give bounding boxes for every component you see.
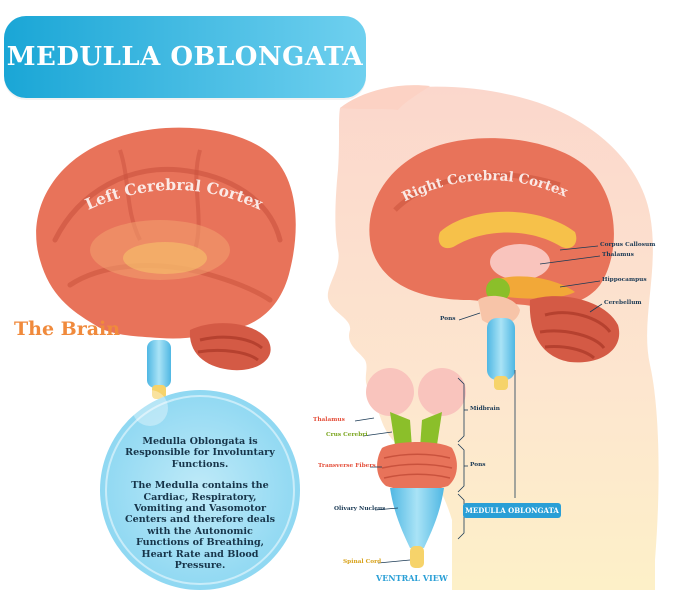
label-hippocampus: Hippocampus [602, 277, 647, 283]
ventral-view-caption: VENTRAL VIEW [376, 573, 448, 583]
pons-structure [478, 295, 520, 326]
label-thalamus: Thalamus [602, 252, 634, 258]
label-midbrain: Midbrain [470, 406, 500, 412]
title-banner: MEDULLA OBLONGATA [4, 16, 366, 98]
left-cerebellum [189, 323, 271, 371]
ventral-leaders [354, 377, 468, 564]
info-circle [100, 390, 300, 590]
left-brain [36, 127, 296, 399]
label-cerebellum: Cerebellum [604, 300, 642, 306]
info-line-2: The Medulla contains the Cardiac, Respir… [124, 480, 276, 572]
info-line-1: Medulla Oblongata is Responsible for Inv… [125, 436, 275, 470]
the-brain-label: The Brain [14, 318, 121, 340]
label-transverse-fibers: Transverse Fibers [318, 463, 376, 469]
page-title: MEDULLA OBLONGATA [6, 42, 364, 72]
hippocampus-structure [495, 276, 575, 299]
label-spinal-cord: Spinal Cord [343, 559, 382, 565]
ventral-medulla [390, 488, 444, 548]
info-text: Medulla Oblongata is Responsible for Inv… [120, 436, 280, 581]
medulla-oblongata-tag: MEDULLA OBLONGATA [463, 503, 561, 518]
label-corpus-callosum: Corpus Callosum [600, 242, 656, 248]
right-leaders [458, 245, 603, 498]
left-brainstem [147, 340, 171, 388]
ventral-view [366, 368, 466, 568]
label-crus-cerebri: Crus Cerebri [326, 432, 368, 438]
label-ventral-thalamus: Thalamus [313, 417, 345, 423]
hair-tuft [340, 85, 430, 110]
label-olivary-nucleus: Olivary Nucleus [334, 506, 386, 512]
right-brainstem [487, 318, 515, 380]
ventral-pons [377, 442, 457, 491]
label-pons: Pons [440, 316, 456, 322]
corpus-callosum [438, 211, 577, 249]
thalamus-structure [490, 244, 550, 280]
label-ventral-pons: Pons [470, 462, 486, 468]
right-brain [369, 138, 620, 390]
